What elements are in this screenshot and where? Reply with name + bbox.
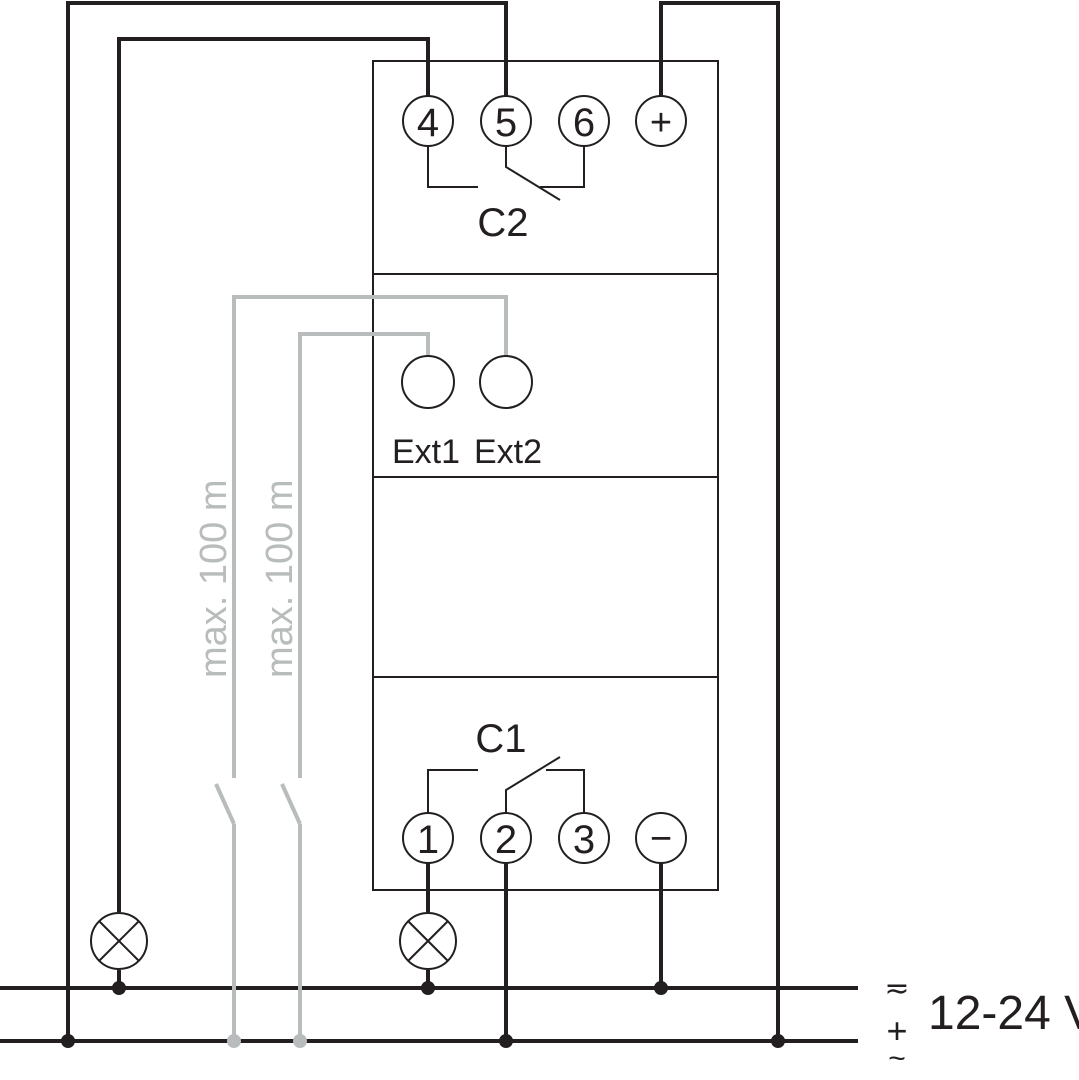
contact-c2-symbol: [427, 145, 585, 201]
input-label-ext1: Ext1: [392, 433, 460, 471]
c2-fixed-arm-left: [427, 145, 478, 188]
junction-dot: [421, 981, 435, 995]
c1-switch-blade: [505, 756, 561, 814]
wire-terminal-plus: [659, 1, 780, 1041]
push-button-2: [280, 783, 302, 825]
terminal-label-1: 1: [417, 818, 439, 862]
terminal-label-4: 4: [417, 101, 439, 145]
contact-label-c1: C1: [475, 717, 526, 761]
terminal-label-minus: −: [650, 818, 672, 860]
c1-fixed-arm-right: [546, 769, 585, 814]
terminal-plus: [635, 95, 687, 147]
junction-dot: [499, 1034, 513, 1048]
terminal-6: [558, 95, 610, 147]
terminal-labels: 4 5 6 + 1 2 3 −: [417, 101, 672, 862]
lamp-cross-b: [407, 920, 449, 962]
terminal-label-3: 3: [573, 818, 595, 862]
housing-outline: [372, 60, 719, 891]
junction-dot-control: [293, 1034, 307, 1048]
power-wiring: [66, 1, 780, 1041]
device-housing: [372, 60, 719, 891]
terminal-3: [558, 812, 610, 864]
junction-dot: [654, 981, 668, 995]
terminal-5: [480, 95, 532, 147]
c1-fixed-arm-left: [427, 769, 478, 814]
terminals-top: [402, 95, 687, 147]
terminal-4: [402, 95, 454, 147]
ac-symbol: ~: [888, 1042, 906, 1075]
control-wire-ext2: [232, 295, 508, 778]
wire-terminal-4: [117, 37, 430, 912]
ac-dc-symbol: ≂: [884, 972, 909, 1005]
supply-voltage: 12-24 V: [928, 987, 1079, 1040]
terminal-label-plus: +: [650, 102, 672, 144]
cable-length-label-2: max. 100 m: [259, 479, 301, 678]
control-wiring: [214, 295, 508, 1041]
junction-dot: [61, 1034, 75, 1048]
lamp-1: [90, 912, 148, 970]
junction-dot-control: [227, 1034, 241, 1048]
terminal-minus: [635, 812, 687, 864]
terminal-label-5: 5: [495, 101, 517, 145]
junction-dot: [112, 981, 126, 995]
supply-rails: [0, 986, 858, 1043]
terminal-2: [480, 812, 532, 864]
input-label-ext2: Ext2: [474, 433, 542, 471]
c2-fixed-arm-right: [540, 145, 585, 188]
contact-c1-symbol: [427, 756, 585, 814]
supply-label: ≂ + ~ 12-24 V: [884, 972, 1079, 1075]
plus-symbol: +: [886, 1010, 907, 1051]
terminal-1: [402, 812, 454, 864]
terminal-ext1: [401, 355, 455, 409]
terminal-label-2: 2: [495, 818, 517, 862]
cable-length-label-1: max. 100 m: [193, 479, 235, 678]
terminal-label-6: 6: [573, 101, 595, 145]
lamp-2: [399, 912, 457, 970]
junction-dot: [771, 1034, 785, 1048]
push-button-1: [214, 783, 236, 825]
terminals-inputs: [401, 355, 533, 409]
control-wire-ext1: [298, 332, 430, 778]
wire-terminal-5: [66, 1, 508, 1041]
terminal-ext2: [479, 355, 533, 409]
c2-switch-blade: [505, 145, 561, 201]
contact-label-c2: C2: [477, 201, 528, 245]
lamp-cross-b: [98, 920, 140, 962]
junctions: [61, 981, 785, 1048]
terminals-bottom: [402, 812, 687, 864]
